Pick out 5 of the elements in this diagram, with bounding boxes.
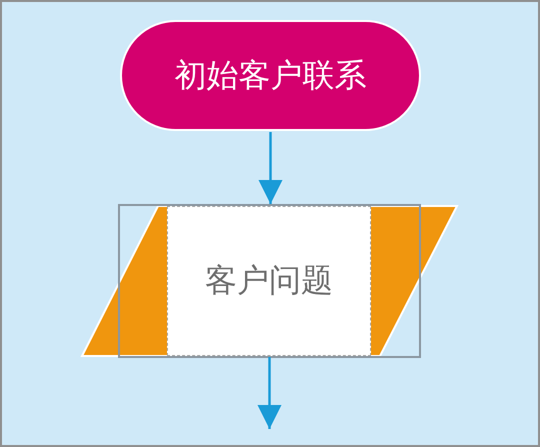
arrow xyxy=(258,357,282,429)
arrow xyxy=(258,132,282,204)
start-terminal: 初始客户联系 xyxy=(120,20,421,131)
text-area: 客户问题 xyxy=(167,206,371,356)
data-parallelogram xyxy=(82,206,457,356)
